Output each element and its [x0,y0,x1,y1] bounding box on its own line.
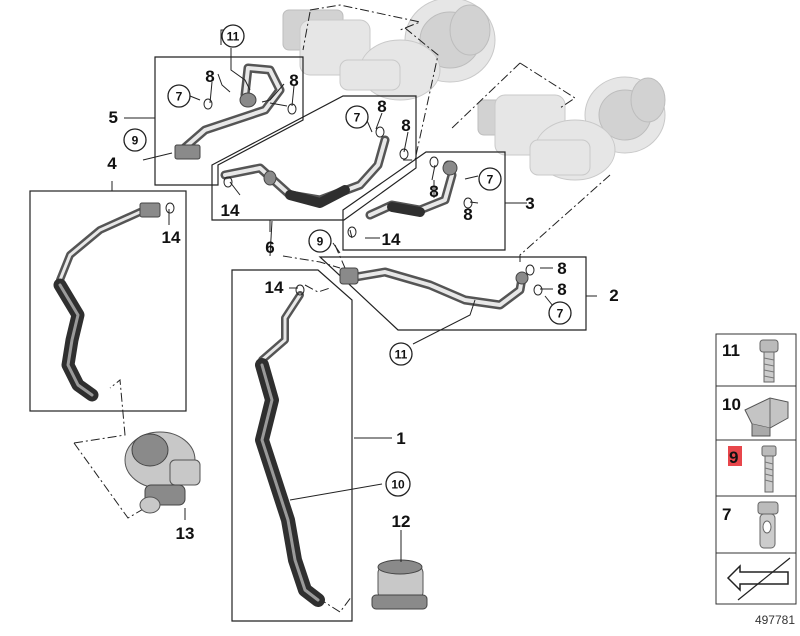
hose-5 [174,63,285,160]
group-frame-6 [211,95,417,221]
legend-label-10: 10 [722,395,741,414]
callout-10: 10 [385,471,411,497]
callout-9-a: 9 [123,128,147,152]
washers [165,98,543,296]
group-frame-2 [318,256,587,331]
hose-1 [255,291,325,607]
auxiliary-water-pump-12 [371,559,428,610]
connection-line [73,379,126,444]
label-8-d: 8 [401,116,410,135]
group-frame-5 [154,56,304,186]
legend-highlight-9 [728,446,742,466]
callout-11-bottom: 11 [389,342,413,366]
connection-line [317,595,353,613]
connection-line [302,11,311,51]
parts-legend: 11 10 9 7 [715,333,797,605]
callout-11-top: 11 [221,24,245,48]
connection-line [309,4,422,31]
label-3: 3 [525,194,534,213]
bolt-icon [759,339,779,383]
electric-water-pump-13 [124,431,201,514]
connection-line [519,62,576,109]
legend-label-9: 9 [729,448,738,467]
label-1: 1 [396,429,405,448]
label-8-h: 8 [557,280,566,299]
hose-2 [339,267,529,310]
label-12: 12 [392,512,411,531]
connection-line [282,255,341,269]
connection-line [519,174,611,262]
connection-line [449,62,521,131]
label-13: 13 [176,524,195,543]
hose-6 [220,135,390,208]
group-frame-1 [231,269,353,622]
label-4: 4 [107,154,117,173]
svg-text:9: 9 [317,235,324,249]
banjo-bolt-icon [757,501,779,549]
connection-line [304,284,331,293]
svg-text:7: 7 [176,90,183,104]
label-14-c: 14 [382,230,401,249]
hose-4 [53,202,161,402]
svg-text:7: 7 [354,111,361,125]
callout-7-a: 7 [167,84,191,108]
group-frame-4 [29,190,187,412]
label-8-b: 8 [289,71,298,90]
label-2: 2 [609,286,618,305]
callout-7-b: 7 [345,105,369,129]
svg-text:10: 10 [391,478,405,492]
connection-line [402,27,439,161]
turbocharger-upper [282,0,496,101]
svg-text:7: 7 [487,173,494,187]
label-14-b: 14 [162,228,181,247]
label-8-a: 8 [205,67,214,86]
callout-9-b: 9 [308,229,332,253]
label-14-a: 14 [221,201,240,220]
label-8-e: 8 [429,182,438,201]
screw-icon [761,445,777,493]
label-8-c: 8 [377,97,386,116]
callout-7-c: 7 [478,167,502,191]
label-8-g: 8 [557,259,566,278]
hose-3 [365,160,458,220]
reference-number: 497781 [755,613,795,627]
svg-text:7: 7 [557,307,564,321]
svg-text:11: 11 [227,30,240,44]
arrow-icon [726,557,791,601]
legend-label-7: 7 [722,505,731,524]
group-frame-3 [342,151,506,251]
label-5: 5 [109,108,118,127]
turbocharger-lower [477,76,666,181]
svg-text:11: 11 [395,348,408,362]
label-14-d: 14 [265,278,284,297]
label-6: 6 [265,238,274,257]
clip-icon [744,397,789,437]
legend-label-11: 11 [722,341,740,360]
callout-7-d: 7 [548,301,572,325]
svg-text:9: 9 [132,134,139,148]
label-8-f: 8 [463,205,472,224]
